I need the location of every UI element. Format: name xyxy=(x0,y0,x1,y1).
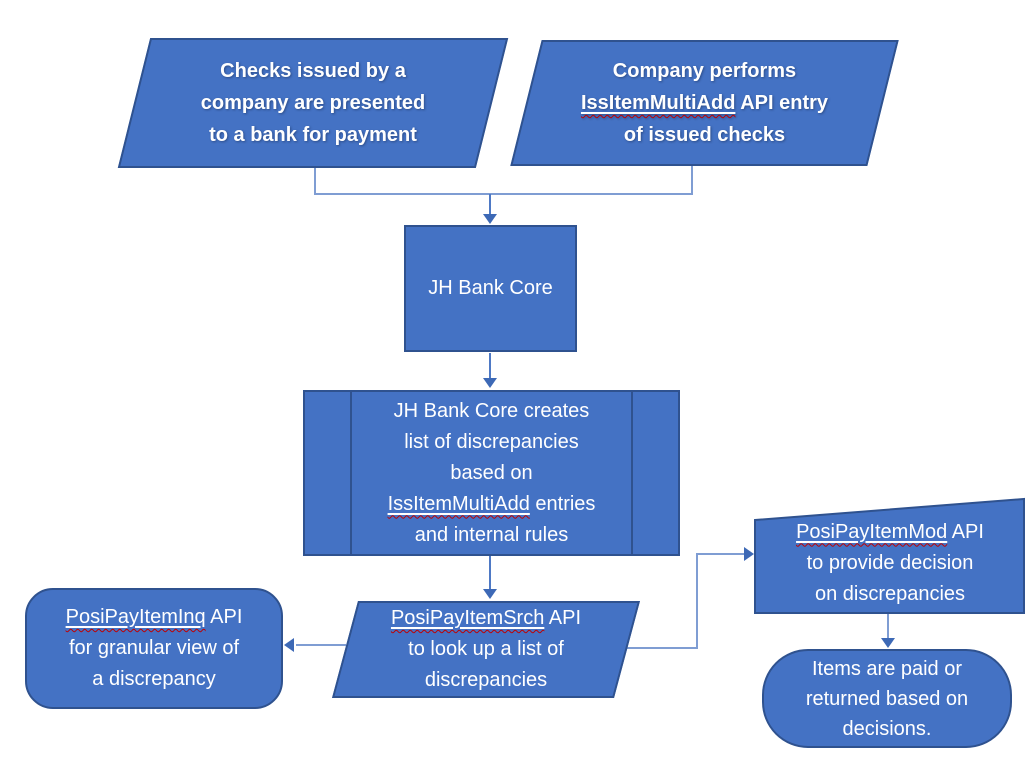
node-text-line: to provide decision xyxy=(806,551,974,574)
flow-node-item-inq: PosiPayItemInq API for granular view of … xyxy=(25,588,283,709)
predefined-process-left-bar xyxy=(350,392,352,554)
flow-node-items-paid: Items are paid or returned based on deci… xyxy=(762,649,1012,748)
api-term: PosiPayItemMod xyxy=(796,520,948,543)
node-text: PosiPayItemMod API to provide decision o… xyxy=(796,503,984,610)
node-text-line: IssItemMultiAdd entries xyxy=(387,492,596,515)
connector-junction-to-bankcore xyxy=(489,194,491,215)
api-term: IssItemMultiAdd xyxy=(580,92,736,114)
connector-itemmod-to-itemspaid xyxy=(887,613,889,639)
node-text-line: to look up a list of xyxy=(408,638,564,660)
connector-junction-horizontal xyxy=(314,193,693,195)
flow-node-bank-core: JH Bank Core xyxy=(404,225,577,352)
api-term: PosiPayItemSrch xyxy=(390,607,545,629)
node-text-line: a discrepancy xyxy=(92,668,216,690)
node-text-line: PosiPayItemMod API xyxy=(796,520,984,543)
node-text-line: JH Bank Core creates xyxy=(393,399,590,422)
node-text-line: IssItemMultiAdd API entry xyxy=(580,92,829,114)
node-text-line: returned based on xyxy=(805,687,969,710)
flow-node-core-creates: JH Bank Core creates list of discrepanci… xyxy=(303,390,680,556)
node-text-line: PosiPayItemInq API xyxy=(65,606,243,628)
arrowhead-into-iteminq xyxy=(284,638,294,652)
node-text: PosiPayItemInq API for granular view of … xyxy=(66,602,243,695)
node-text-line: PosiPayItemSrch API xyxy=(390,607,582,629)
arrowhead-into-itemmod xyxy=(744,547,754,561)
node-text-line: company are presented xyxy=(200,92,426,114)
node-text-line: for granular view of xyxy=(68,637,240,659)
connector-itemsrch-to-itemmod-h2 xyxy=(698,553,746,555)
node-text-line: to a bank for payment xyxy=(209,124,417,146)
node-text-line: Checks issued by a xyxy=(220,60,406,82)
connector-corecreates-to-itemsrch xyxy=(489,556,491,590)
api-term: PosiPayItemInq xyxy=(65,606,206,628)
node-text-line: of issued checks xyxy=(623,124,786,146)
api-term: IssItemMultiAdd xyxy=(387,492,530,515)
node-text-line: discrepancies xyxy=(424,669,548,691)
connector-itemsrch-to-iteminq xyxy=(296,644,346,646)
connector-itemsrch-to-itemmod-v xyxy=(696,553,698,649)
flow-node-item-srch: PosiPayItemSrch API to look up a list of… xyxy=(332,601,640,698)
arrowhead-into-bankcore xyxy=(483,214,497,224)
connector-bankcore-to-corecreates xyxy=(489,353,491,379)
node-text: PosiPayItemSrch API to look up a list of… xyxy=(391,603,581,696)
arrowhead-into-itemsrch xyxy=(483,589,497,599)
trapezoid-shape xyxy=(754,497,1025,614)
connector-itemsrch-to-itemmod-h1 xyxy=(627,647,697,649)
node-text-line: Company performs xyxy=(612,60,797,82)
node-text: Checks issued by a company are presented… xyxy=(201,55,426,151)
connector-company-to-junction xyxy=(691,166,693,194)
node-text-line: Items are paid or xyxy=(811,657,963,680)
node-text-line: decisions. xyxy=(842,717,932,740)
node-text-line: JH Bank Core xyxy=(428,277,553,299)
flow-node-item-mod: PosiPayItemMod API to provide decision o… xyxy=(754,497,1026,615)
node-text: Items are paid or returned based on deci… xyxy=(806,654,968,744)
flow-node-checks-presented: Checks issued by a company are presented… xyxy=(117,38,509,168)
arrowhead-into-corecreates xyxy=(483,378,497,388)
node-text: JH Bank Core creates list of discrepanci… xyxy=(388,396,596,551)
node-text: Company performs IssItemMultiAdd API ent… xyxy=(581,55,828,151)
node-text-line: list of discrepancies xyxy=(404,430,579,453)
node-text-line: and internal rules xyxy=(414,523,569,546)
flow-node-company-performs: Company performs IssItemMultiAdd API ent… xyxy=(510,40,899,166)
predefined-process-right-bar xyxy=(631,392,633,554)
arrowhead-into-itemspaid xyxy=(881,638,895,648)
connector-checks-to-junction xyxy=(314,168,316,194)
node-text: JH Bank Core xyxy=(428,273,553,304)
node-text-line: on discrepancies xyxy=(814,582,966,605)
node-text-line: based on xyxy=(450,461,533,484)
